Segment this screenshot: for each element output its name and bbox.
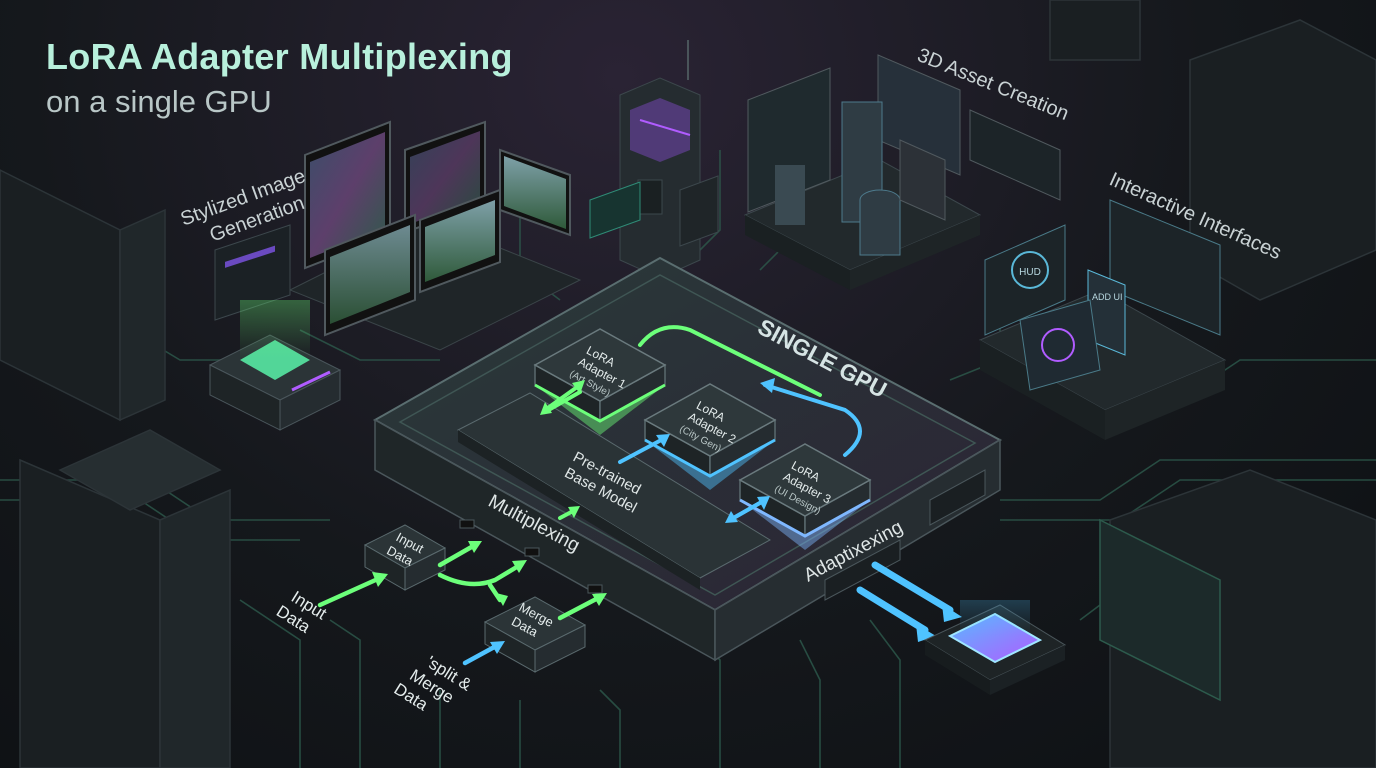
adapter-top [738,443,872,517]
asset-creation-cluster [743,54,1061,290]
server-tower [589,40,719,279]
flow-arrows [317,541,962,666]
adapter-glow [740,500,870,550]
interfaces-cluster: HUD ADD UI [978,199,1227,440]
merge-data-box [483,596,587,673]
stylized-image-cluster [208,120,582,431]
hud-text: HUD [1019,267,1041,278]
input-data-box [363,524,447,591]
input-data-label: Input Data [273,587,330,637]
adapter-glow [535,385,665,435]
adapter-glow [645,440,775,490]
adapter-glow-edge [739,498,871,538]
adapter-glow-edge [534,383,666,423]
adapter-glow-edge [644,438,776,478]
page-title: LoRA Adapter Multiplexing [46,36,513,77]
app-ui-text: ADD UI [1092,292,1123,302]
vertical-arrows [540,380,770,523]
split-merge-label: 'split & Merge Data [391,652,476,714]
adapter-routing-arrows [638,325,862,457]
page-subtitle: on a single GPU [46,84,272,119]
output-chip [923,600,1067,695]
adapter-top [643,383,777,457]
